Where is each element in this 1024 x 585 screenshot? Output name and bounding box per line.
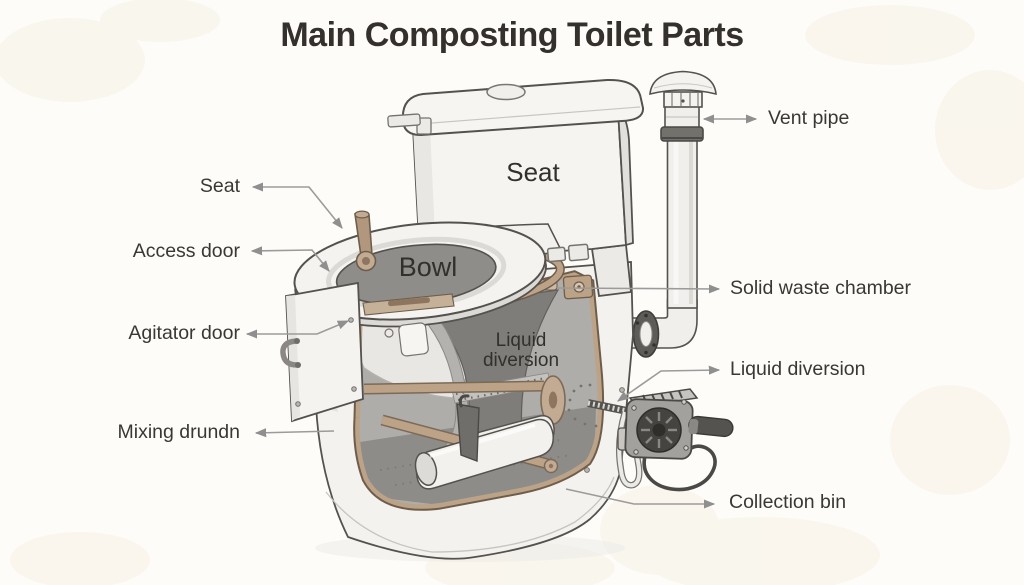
liquid-diversion-arrow bbox=[617, 365, 721, 402]
lid-knob bbox=[486, 83, 526, 101]
agitator-crank-handle bbox=[354, 210, 377, 272]
part-label-seat: Seat bbox=[506, 157, 560, 187]
access-door-arrow bbox=[250, 246, 330, 272]
mixing-drum-arrow bbox=[254, 428, 335, 438]
pipe-collar bbox=[660, 126, 704, 142]
label-mixing-drum: Mixing drundn bbox=[117, 421, 240, 443]
access-door bbox=[280, 281, 364, 423]
chamber-corner-bracket bbox=[542, 274, 594, 300]
spark-dots bbox=[567, 383, 598, 428]
pipe-flange bbox=[632, 310, 660, 358]
label-collection-bin: Collection bin bbox=[729, 491, 847, 513]
label-seat: Seat bbox=[199, 175, 240, 197]
vent-cap bbox=[649, 70, 717, 108]
callout-arrows bbox=[245, 114, 758, 509]
flush-lever bbox=[387, 113, 432, 135]
door-handle bbox=[280, 338, 301, 368]
part-label-bowl: Bowl bbox=[398, 252, 458, 282]
label-solid-waste-chamber: Solid waste chamber bbox=[730, 277, 912, 299]
threaded-rod bbox=[587, 399, 633, 416]
diagram-title: Main Composting Toilet Parts bbox=[280, 16, 744, 54]
label-access-door: Access door bbox=[132, 240, 240, 262]
power-cord bbox=[642, 444, 717, 492]
agitator-door-arrow bbox=[245, 320, 350, 339]
collection-bin-arrow bbox=[565, 488, 716, 509]
collection-bin-cylinder bbox=[414, 415, 555, 490]
solid-waste-chamber-arrow bbox=[556, 284, 721, 294]
label-agitator-door: Agitator door bbox=[128, 322, 240, 344]
crank-knob bbox=[688, 415, 734, 438]
tank-lid bbox=[401, 78, 645, 137]
label-vent-pipe: Vent pipe bbox=[768, 107, 850, 129]
front-latch-plate bbox=[362, 293, 455, 357]
seat-arrow bbox=[251, 182, 343, 229]
fan-grille bbox=[636, 407, 682, 453]
drive-bracket bbox=[456, 394, 480, 462]
part-label-liquid-diversion: Liquid diversion bbox=[482, 330, 560, 371]
label-liquid-diversion: Liquid diversion bbox=[730, 358, 866, 380]
